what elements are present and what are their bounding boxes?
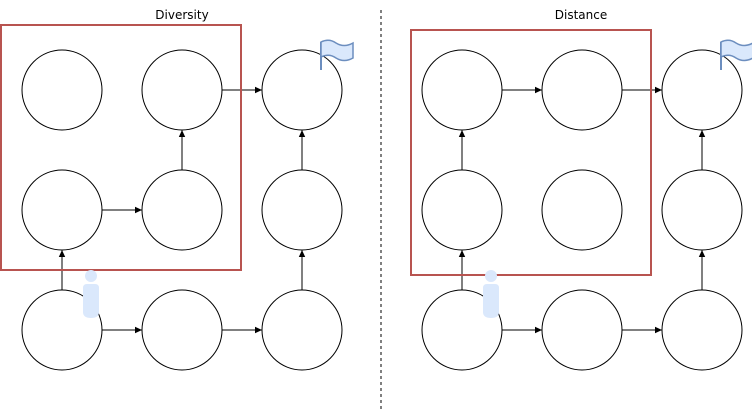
state-node-r1c1 [21,49,103,131]
state-node-r3c2 [141,289,223,371]
state-node-r1c2 [141,49,223,131]
state-node-r2c2 [541,169,623,251]
state-node-r3c3 [661,289,743,371]
state-node-r2c1 [421,169,503,251]
panel-title: Distance [555,8,607,22]
state-node-r1c2 [541,49,623,131]
panel-content [410,29,752,371]
flag-icon [720,39,752,70]
state-node-r2c1 [21,169,103,251]
panel-distance: Distance [410,8,752,371]
panel-title: Diversity [155,8,208,22]
state-node-r3c2 [541,289,623,371]
state-node-r3c1 [421,289,503,371]
panel-content [0,24,354,371]
state-node-r3c3 [261,289,343,371]
state-node-r1c1 [421,49,503,131]
panel-diversity: Diversity [0,8,354,371]
state-node-r2c3 [661,169,743,251]
person-icon [83,270,99,318]
highlight-group-box [410,29,652,276]
state-node-r3c1 [21,289,103,371]
flag-icon [320,39,354,70]
state-node-r1c3 [661,49,743,131]
state-node-r2c2 [141,169,223,251]
highlight-group-box [0,24,242,271]
person-icon [483,270,499,318]
state-node-r1c3 [261,49,343,131]
state-node-r2c3 [261,169,343,251]
